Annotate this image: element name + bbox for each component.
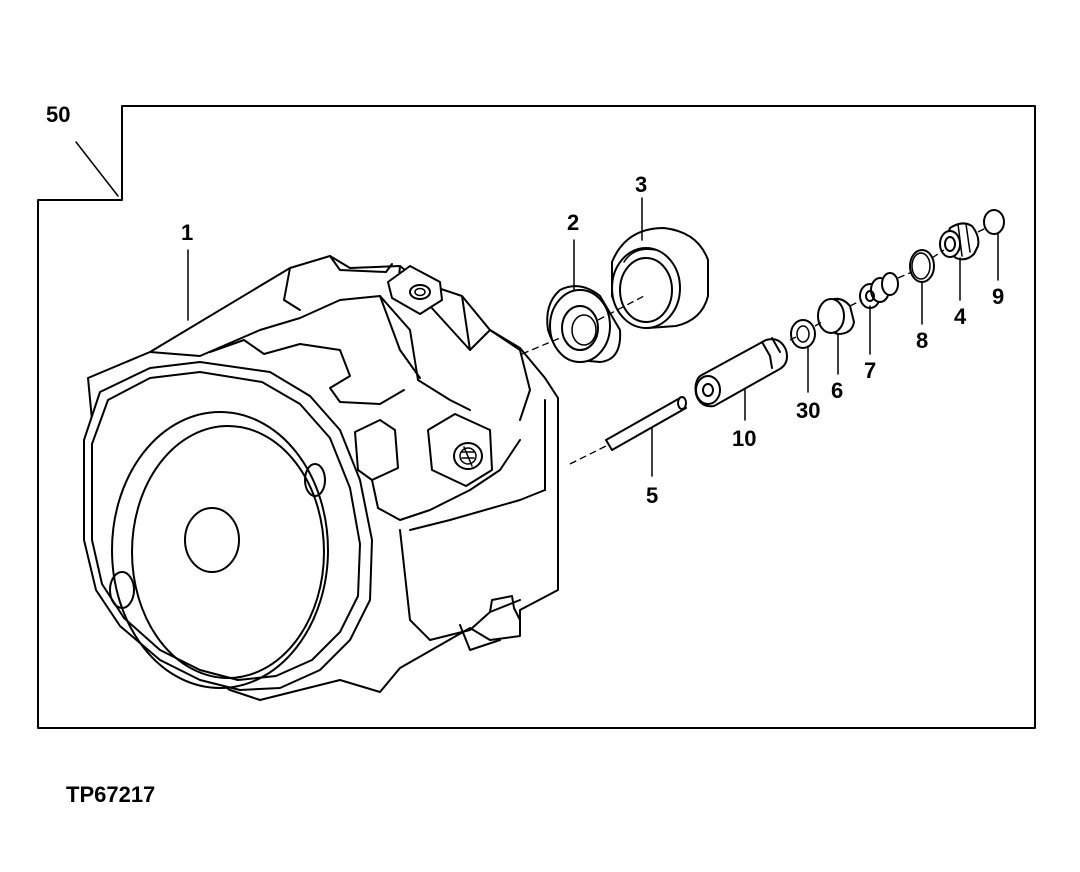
leader-lines [187,197,999,477]
axis-line-lower [569,445,607,465]
part-3-sleeve [611,227,709,329]
axis-line-chain-2 [814,321,823,327]
reference-number: 50 [46,102,70,127]
part-5-pin [605,396,687,451]
axis-line-upper-2 [597,295,645,321]
axis-line-chain-6 [977,227,987,233]
part-4-plug [939,222,980,261]
part-9-o-ring [983,209,1005,235]
callout-3: 3 [635,172,647,197]
diagram-frame [37,105,1036,729]
part-6-disc [817,297,855,335]
part-10-spool [694,337,788,408]
part-30-ring-inner [796,325,810,343]
figure-code: TP67217 [66,782,155,807]
axis-line-chain-5 [931,249,945,259]
callout-4: 4 [954,304,967,329]
callout-30: 30 [796,398,820,423]
callout-5: 5 [646,483,658,508]
part-8-o-ring-inner [911,252,931,280]
callout-10: 10 [732,426,756,451]
part-30-ring [790,319,816,349]
axis-line-chain-1 [789,336,797,341]
part-2-bearing-ring [546,285,622,363]
callout-8: 8 [916,328,928,353]
part-7-spring [859,272,899,309]
axis-line-chain-3 [849,299,863,307]
callout-2: 2 [567,210,579,235]
callout-1: 1 [181,220,193,245]
callout-7: 7 [864,358,876,383]
callout-9: 9 [992,284,1004,309]
axis-line-chain-4 [897,271,913,279]
reference-leader [75,141,119,197]
axis-line-upper [521,337,561,355]
pump-housing [83,255,559,701]
callout-6: 6 [831,378,843,403]
